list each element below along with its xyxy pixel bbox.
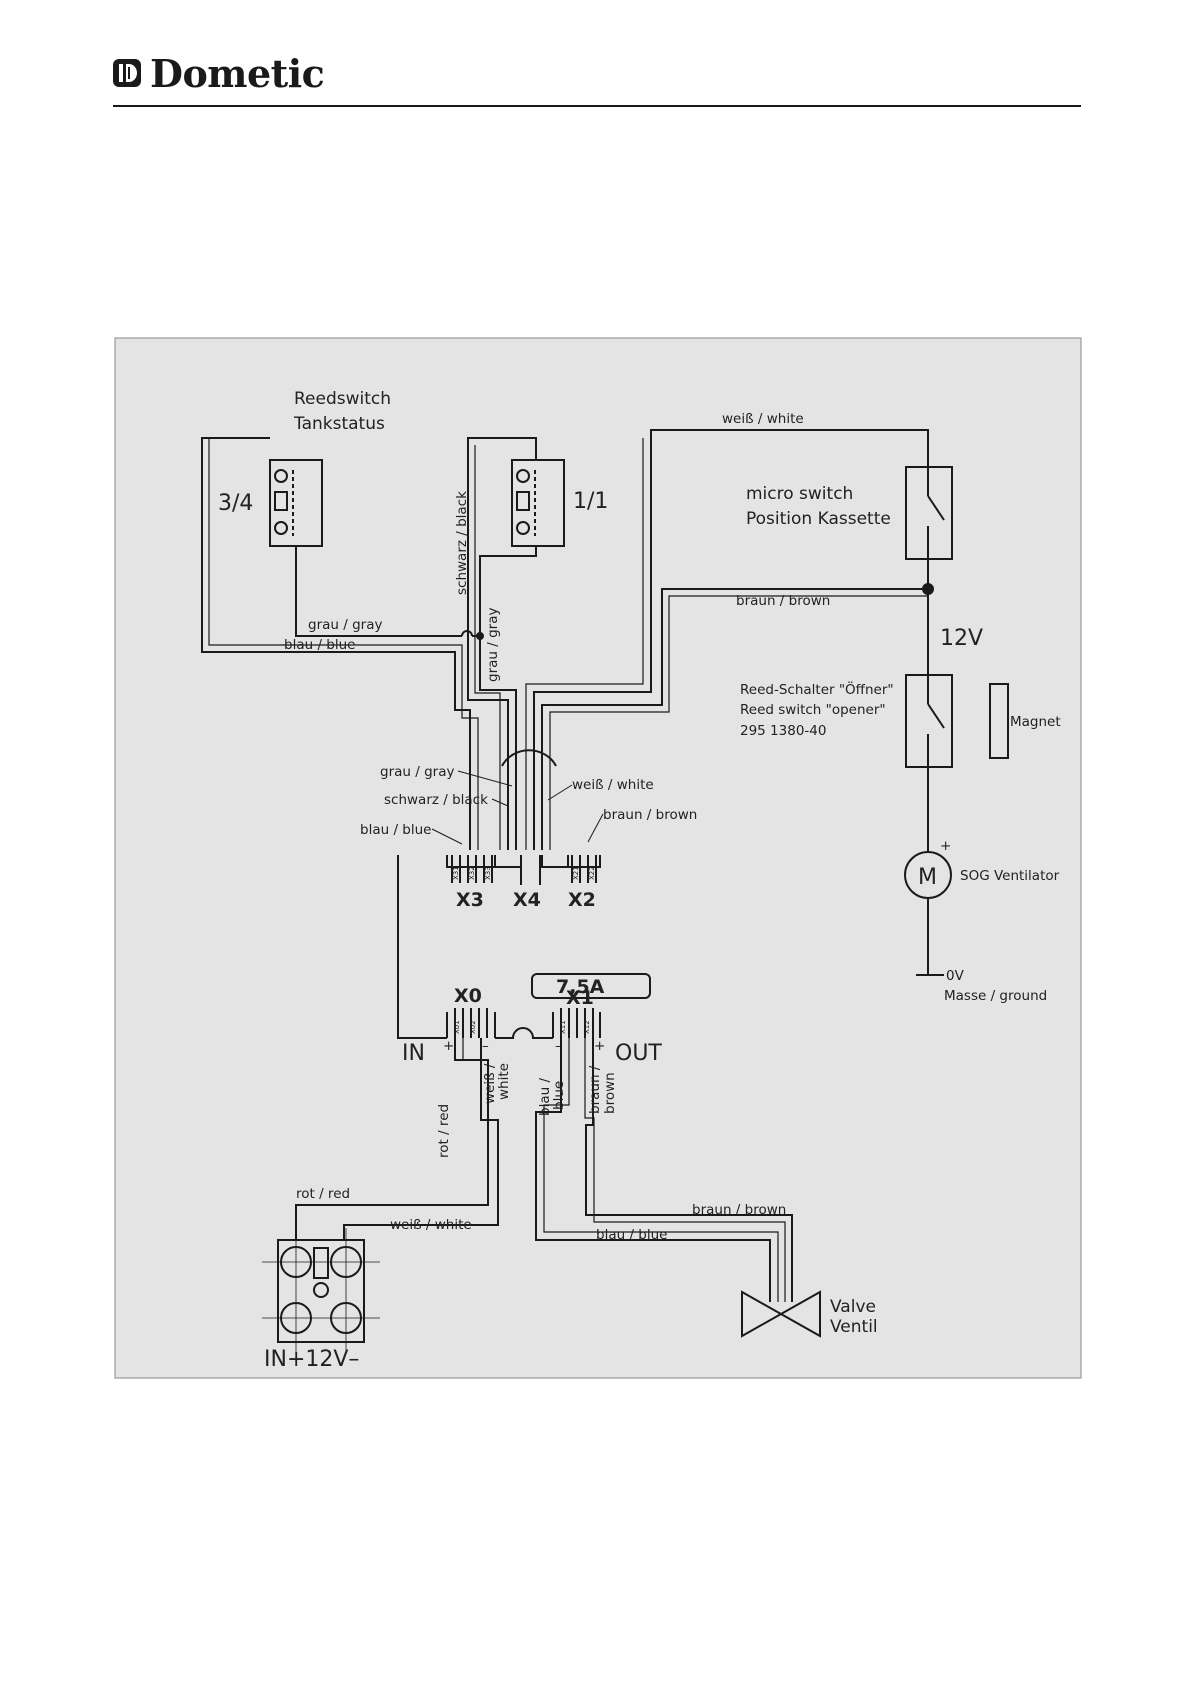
ov-label: 0V bbox=[946, 968, 965, 984]
x2-pin2: X22 bbox=[588, 866, 596, 880]
reed-switch-11 bbox=[511, 459, 565, 547]
micro-switch-label-1: micro switch bbox=[746, 484, 853, 504]
x3-label: X3 bbox=[456, 889, 484, 911]
reed-opener-label-1: Reed-Schalter "Öffner" bbox=[740, 680, 894, 698]
braun-v2: brown bbox=[602, 1072, 618, 1114]
x2-label: X2 bbox=[568, 889, 596, 911]
reed-opener-label-2: Reed switch "opener" bbox=[740, 702, 886, 718]
wire-blue-lower bbox=[535, 1038, 771, 1302]
dometic-logo-icon bbox=[113, 59, 141, 87]
in-12v-label: IN+12V– bbox=[264, 1347, 359, 1372]
rot-red-v: rot / red bbox=[436, 1104, 452, 1158]
valve bbox=[741, 1290, 784, 1338]
fuse-label: 7,5A bbox=[556, 976, 605, 998]
callout-black: schwarz / black bbox=[384, 792, 488, 808]
diagram-panel bbox=[114, 337, 1082, 1379]
wire-red-lower bbox=[295, 1038, 489, 1240]
wire-white-lower bbox=[343, 1038, 499, 1240]
power-plug bbox=[277, 1239, 365, 1343]
x3-pin1: X31 bbox=[452, 866, 460, 880]
reedswitch-title: Reedswitch bbox=[294, 389, 391, 409]
header-rule bbox=[113, 105, 1081, 107]
wire-white-top bbox=[533, 429, 929, 850]
label-gray-v: grau / gray bbox=[485, 608, 501, 682]
callout-gray: grau / gray bbox=[380, 764, 454, 780]
cable-tie bbox=[501, 749, 557, 767]
callout-brown: braun / brown bbox=[603, 807, 697, 823]
out-plus: + bbox=[594, 1038, 605, 1054]
wire-gray-34 bbox=[295, 546, 462, 637]
x3-pin2: X32 bbox=[468, 866, 476, 880]
x2-pin1: X21 bbox=[572, 866, 580, 880]
in-label: IN bbox=[402, 1041, 425, 1066]
in-minus: – bbox=[482, 1038, 489, 1054]
wire-blue-loop bbox=[201, 437, 471, 850]
weiss-v1: weiß / bbox=[482, 1063, 498, 1104]
rot-red-h: rot / red bbox=[296, 1186, 350, 1202]
x3-pin3: X33 bbox=[484, 866, 492, 880]
label-12v: 12V bbox=[940, 626, 983, 651]
x1-label: X1 bbox=[566, 987, 594, 1009]
x1-pin2: X12 bbox=[583, 1020, 591, 1034]
valve-label: Valve bbox=[830, 1297, 876, 1317]
braun-v1: braun / bbox=[587, 1065, 603, 1114]
connector-x1 bbox=[552, 1008, 601, 1038]
motor-m: M bbox=[918, 865, 937, 890]
micro-switch-label-2: Position Kassette bbox=[746, 509, 891, 529]
connector-x2 bbox=[567, 855, 601, 883]
dometic-logo: Dometic bbox=[112, 50, 325, 96]
label-black-v: schwarz / black bbox=[454, 491, 470, 595]
label-blue-h: blau / blue bbox=[284, 637, 355, 653]
fuse bbox=[531, 973, 651, 999]
sog-label: SOG Ventilator bbox=[960, 868, 1060, 884]
x0-pin2: X02 bbox=[469, 1020, 477, 1034]
in-plus: + bbox=[443, 1038, 454, 1054]
ventil-label: Ventil bbox=[830, 1317, 878, 1337]
reedswitch-sub: Tankstatus bbox=[293, 414, 385, 434]
x0-label: X0 bbox=[454, 985, 482, 1007]
ground-label: Masse / ground bbox=[944, 988, 1047, 1004]
label-white-top: weiß / white bbox=[722, 411, 804, 427]
wire-brown-lower bbox=[585, 1038, 793, 1302]
weiss-v2: white bbox=[496, 1063, 512, 1100]
connector-x4 bbox=[494, 855, 568, 885]
weiss-white-h: weiß / white bbox=[390, 1217, 472, 1233]
magnet bbox=[989, 683, 1009, 759]
level-34: 3/4 bbox=[218, 491, 253, 516]
label-brown-top: braun / brown bbox=[736, 593, 830, 609]
connector-x0 bbox=[446, 1008, 496, 1038]
level-11: 1/1 bbox=[573, 489, 608, 514]
motor-plus: + bbox=[940, 838, 951, 854]
controller-box bbox=[397, 855, 447, 1039]
x0-pin1: X01 bbox=[453, 1020, 461, 1034]
reed-opener-label-3: 295 1380-40 bbox=[740, 723, 826, 739]
magnet-label: Magnet bbox=[1010, 714, 1061, 730]
x1-pin1: X11 bbox=[559, 1020, 567, 1034]
wire-black-loop bbox=[467, 437, 537, 850]
brand-name: Dometic bbox=[150, 50, 325, 96]
blau-blue-h: blau / blue bbox=[596, 1227, 667, 1243]
out-label: OUT bbox=[615, 1041, 662, 1066]
braun-brown-h: braun / brown bbox=[692, 1202, 786, 1218]
callout-white: weiß / white bbox=[572, 777, 654, 793]
callout-blue: blau / blue bbox=[360, 822, 431, 838]
blau-v2: blue bbox=[551, 1081, 567, 1110]
label-gray-h: grau / gray bbox=[308, 617, 382, 633]
wire-gray-11 bbox=[479, 546, 537, 850]
x4-label: X4 bbox=[513, 889, 541, 911]
out-minus: – bbox=[555, 1038, 562, 1054]
blau-v1: blau / bbox=[537, 1078, 553, 1116]
